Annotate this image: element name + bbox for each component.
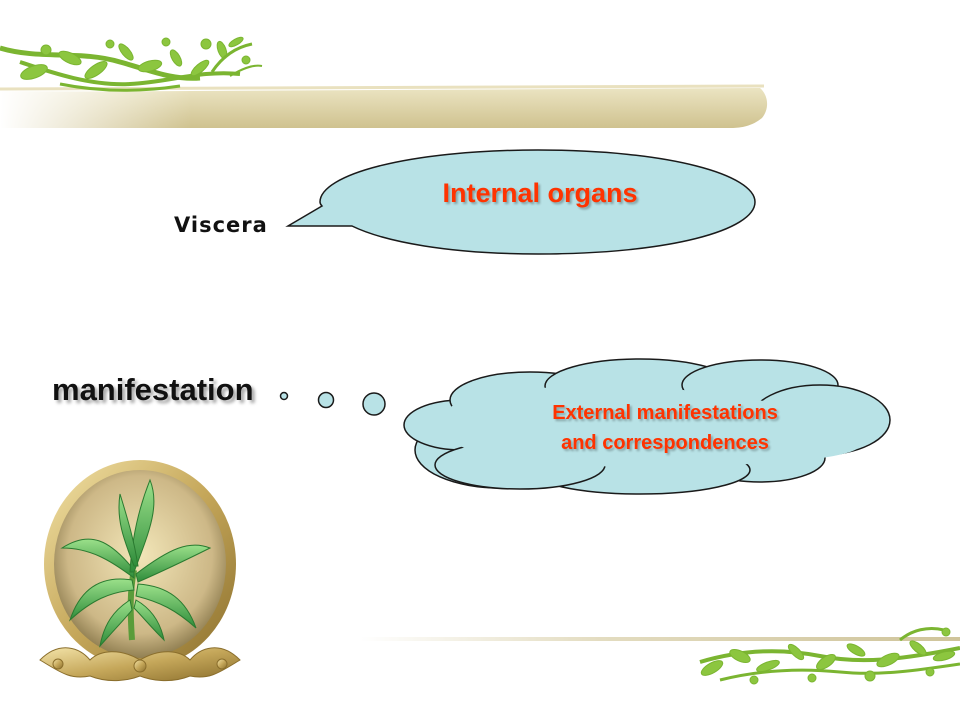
header-decoration [0, 36, 768, 128]
floral-vine-icon [0, 36, 263, 92]
thought-dot-small [279, 391, 289, 401]
thought-dot-large [362, 392, 386, 416]
speech-bubble [285, 149, 756, 255]
viscera-label: Viscera [174, 213, 268, 237]
plant-seedling-icon [60, 478, 212, 648]
external-manifestations-text: External manifestations and corresponden… [480, 398, 850, 458]
internal-organs-text: Internal organs [442, 178, 638, 208]
thought-dot-medium [317, 391, 335, 409]
floral-vine-icon [699, 626, 960, 685]
thought-line-1: External manifestations [552, 402, 778, 424]
thought-trail [279, 391, 386, 416]
thought-line-2: and correspondences [561, 432, 769, 454]
manifestation-label: manifestation [52, 372, 254, 407]
